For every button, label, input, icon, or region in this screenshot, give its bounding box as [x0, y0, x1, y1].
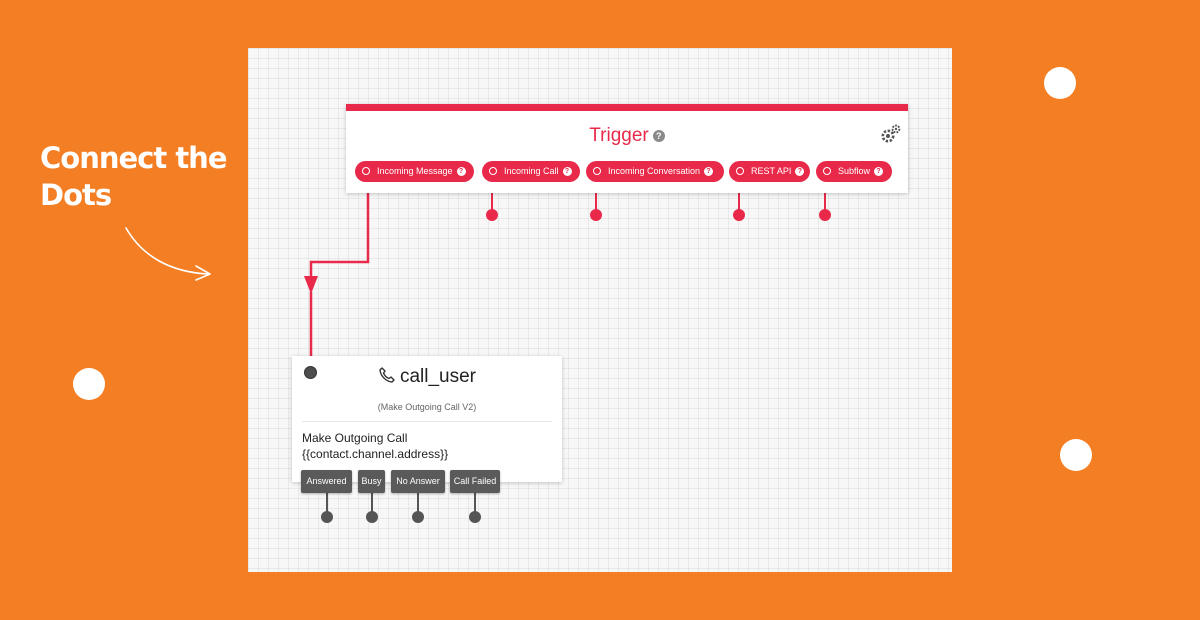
- trigger-port-incoming-message[interactable]: Incoming Message?: [355, 161, 474, 182]
- node-title: call_user: [292, 366, 562, 388]
- phone-icon: [379, 367, 395, 383]
- trigger-title: Trigger?: [346, 125, 908, 147]
- port-label: Incoming Call: [504, 166, 559, 176]
- decorative-dot: [73, 368, 105, 400]
- help-icon[interactable]: ?: [652, 130, 665, 142]
- port-dot: [412, 511, 424, 523]
- port-ring-icon: [489, 167, 497, 175]
- help-icon[interactable]: ?: [874, 167, 884, 176]
- trigger-title-text: Trigger: [589, 125, 649, 146]
- connector-incoming-message: [309, 170, 370, 283]
- port-ring-icon: [823, 167, 831, 175]
- output-port-call-failed[interactable]: Call Failed: [450, 470, 500, 493]
- port-label: Incoming Conversation: [608, 166, 701, 176]
- port-dot: [819, 209, 831, 221]
- node-body-line: {{contact.channel.address}}: [302, 447, 449, 461]
- gears-icon[interactable]: [880, 123, 902, 145]
- trigger-port-incoming-call[interactable]: Incoming Call?: [482, 161, 580, 182]
- decorative-dot: [1044, 67, 1076, 99]
- port-dot: [366, 511, 378, 523]
- port-label: Incoming Message: [377, 166, 453, 176]
- port-dot: [469, 511, 481, 523]
- port-dot: [486, 209, 498, 221]
- port-label: Subflow: [838, 166, 871, 176]
- call-user-widget[interactable]: call_user (Make Outgoing Call V2) Make O…: [292, 356, 562, 482]
- trigger-port-incoming-conversation[interactable]: Incoming Conversation?: [586, 161, 724, 182]
- help-icon[interactable]: ?: [704, 167, 714, 176]
- port-ring-icon: [736, 167, 744, 175]
- connector-arrowhead: [304, 276, 318, 294]
- help-icon[interactable]: ?: [562, 167, 572, 176]
- node-body-line: Make Outgoing Call: [302, 431, 408, 445]
- trigger-port-rest-api[interactable]: REST API?: [729, 161, 810, 182]
- port-dot: [733, 209, 745, 221]
- output-port-busy[interactable]: Busy: [358, 470, 385, 493]
- trigger-port-subflow[interactable]: Subflow?: [816, 161, 892, 182]
- port-dot: [590, 209, 602, 221]
- output-port-no-answer[interactable]: No Answer: [391, 470, 445, 493]
- curved-arrow-icon: [125, 227, 211, 281]
- port-ring-icon: [593, 167, 601, 175]
- decorative-dot: [1060, 439, 1092, 471]
- node-body: Make Outgoing Call {{contact.channel.add…: [302, 430, 448, 462]
- flow-canvas[interactable]: Trigger? Incoming Message? Incoming Call…: [248, 48, 952, 572]
- port-label: REST API: [751, 166, 792, 176]
- headline: Connect the Dots: [40, 141, 228, 212]
- node-title-text: call_user: [399, 366, 477, 387]
- input-port-dot[interactable]: [304, 366, 317, 379]
- divider: [302, 421, 552, 422]
- output-port-answered[interactable]: Answered: [301, 470, 352, 493]
- help-icon[interactable]: ?: [795, 167, 805, 176]
- trigger-widget[interactable]: Trigger? Incoming Message? Incoming Call…: [346, 104, 908, 193]
- help-icon[interactable]: ?: [456, 167, 466, 176]
- node-subtitle: (Make Outgoing Call V2): [377, 402, 477, 412]
- port-dot: [321, 511, 333, 523]
- port-ring-icon: [362, 167, 370, 175]
